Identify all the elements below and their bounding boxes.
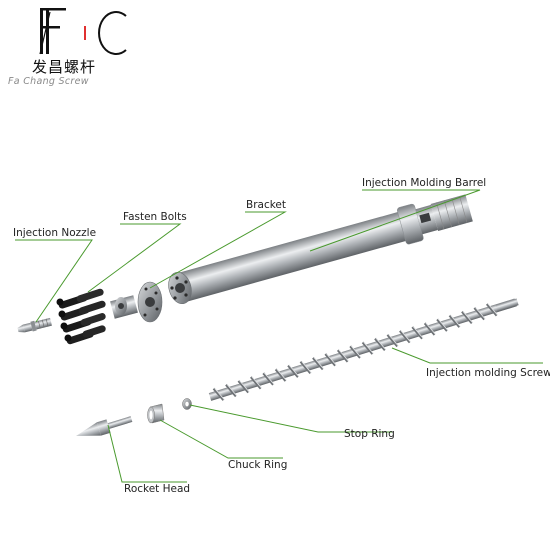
screw-flight: [237, 380, 250, 394]
screw-flight-highlight: [276, 368, 287, 381]
rocket-head: [76, 416, 133, 436]
screw-flight: [212, 387, 225, 401]
screw-flight: [274, 368, 287, 382]
screw-flight: [250, 376, 262, 390]
fasten-bolts: [56, 288, 106, 345]
leader-rocket-head: [107, 424, 187, 483]
injection-molding-screw: [208, 298, 519, 401]
screw-flight: [436, 318, 448, 332]
screw-flight-highlight: [239, 380, 250, 393]
screw-flight-highlight: [214, 387, 225, 401]
screw-flight-highlight: [226, 384, 238, 397]
screw-flight-highlight: [400, 330, 412, 343]
screw-flight: [485, 303, 498, 317]
logo-chinese-name: 发昌螺杆: [32, 58, 97, 76]
screw-flight: [312, 357, 324, 371]
leader-stop-ring: [189, 404, 392, 433]
screw-flight: [336, 349, 349, 363]
label-fasten-bolts: Fasten Bolts: [123, 211, 187, 223]
leader-injection-molding-barrel: [309, 189, 481, 252]
screw-flight-highlight: [462, 311, 474, 324]
leader-fasten-bolts: [87, 223, 182, 293]
leader-injection-nozzle: [15, 239, 93, 323]
screw-flight: [386, 333, 399, 348]
screw-flight: [349, 345, 362, 359]
screw-flight-highlight: [301, 361, 312, 374]
screw-flight-highlight: [338, 349, 349, 362]
screw-flight-highlight: [313, 357, 325, 370]
chuck-ring: [147, 403, 165, 424]
label-bracket: Bracket: [246, 199, 286, 211]
screw-flight: [461, 310, 473, 325]
screw-flight-highlight: [251, 376, 263, 389]
screw-flight-highlight: [263, 372, 275, 385]
screw-flight-highlight: [363, 341, 374, 354]
label-chuck-ring: Chuck Ring: [228, 459, 287, 471]
screw-flight-highlight: [475, 307, 486, 320]
leader-lines: [15, 189, 543, 483]
screw-flight: [287, 364, 299, 378]
screw-flight: [262, 372, 275, 386]
screw-flight: [324, 353, 337, 367]
screw-flight: [374, 337, 386, 351]
screw-flight-highlight: [375, 338, 387, 351]
screw-flight: [299, 360, 312, 375]
leader-injection-molding-screw: [391, 347, 543, 364]
screw-flight: [225, 383, 237, 398]
screw-flight-highlight: [350, 345, 362, 358]
injection-molding-barrel: [168, 194, 473, 304]
bracket: [110, 281, 163, 323]
company-logo: [39, 8, 127, 55]
label-stop-ring: Stop Ring: [344, 428, 395, 440]
screw-flight-highlight: [487, 303, 499, 316]
leader-chuck-ring: [159, 419, 283, 459]
stop-ring: [182, 398, 192, 410]
label-injection-nozzle: Injection Nozzle: [13, 227, 96, 239]
screw-flight-highlight: [437, 318, 449, 331]
screw-flight: [448, 314, 461, 328]
screw-flight: [361, 341, 374, 355]
screw-flight-highlight: [450, 314, 461, 328]
logo-english-name: Fa Chang Screw: [8, 76, 89, 87]
label-injection-molding-barrel: Injection Molding Barrel: [362, 177, 486, 189]
injection-nozzle: [17, 317, 52, 333]
label-rocket-head: Rocket Head: [124, 483, 190, 495]
screw-flight-highlight: [425, 322, 436, 335]
label-injection-molding-screw: Injection molding Screw: [426, 367, 550, 379]
screw-flight-highlight: [288, 364, 300, 378]
screw-flight: [423, 322, 436, 336]
screw-flight: [399, 330, 411, 344]
screw-flight: [411, 326, 424, 340]
screw-flight: [473, 307, 486, 321]
screw-flight-highlight: [326, 353, 337, 366]
leader-bracket: [149, 211, 287, 289]
screw-flight-highlight: [413, 326, 424, 339]
screw-flight-highlight: [388, 334, 399, 347]
